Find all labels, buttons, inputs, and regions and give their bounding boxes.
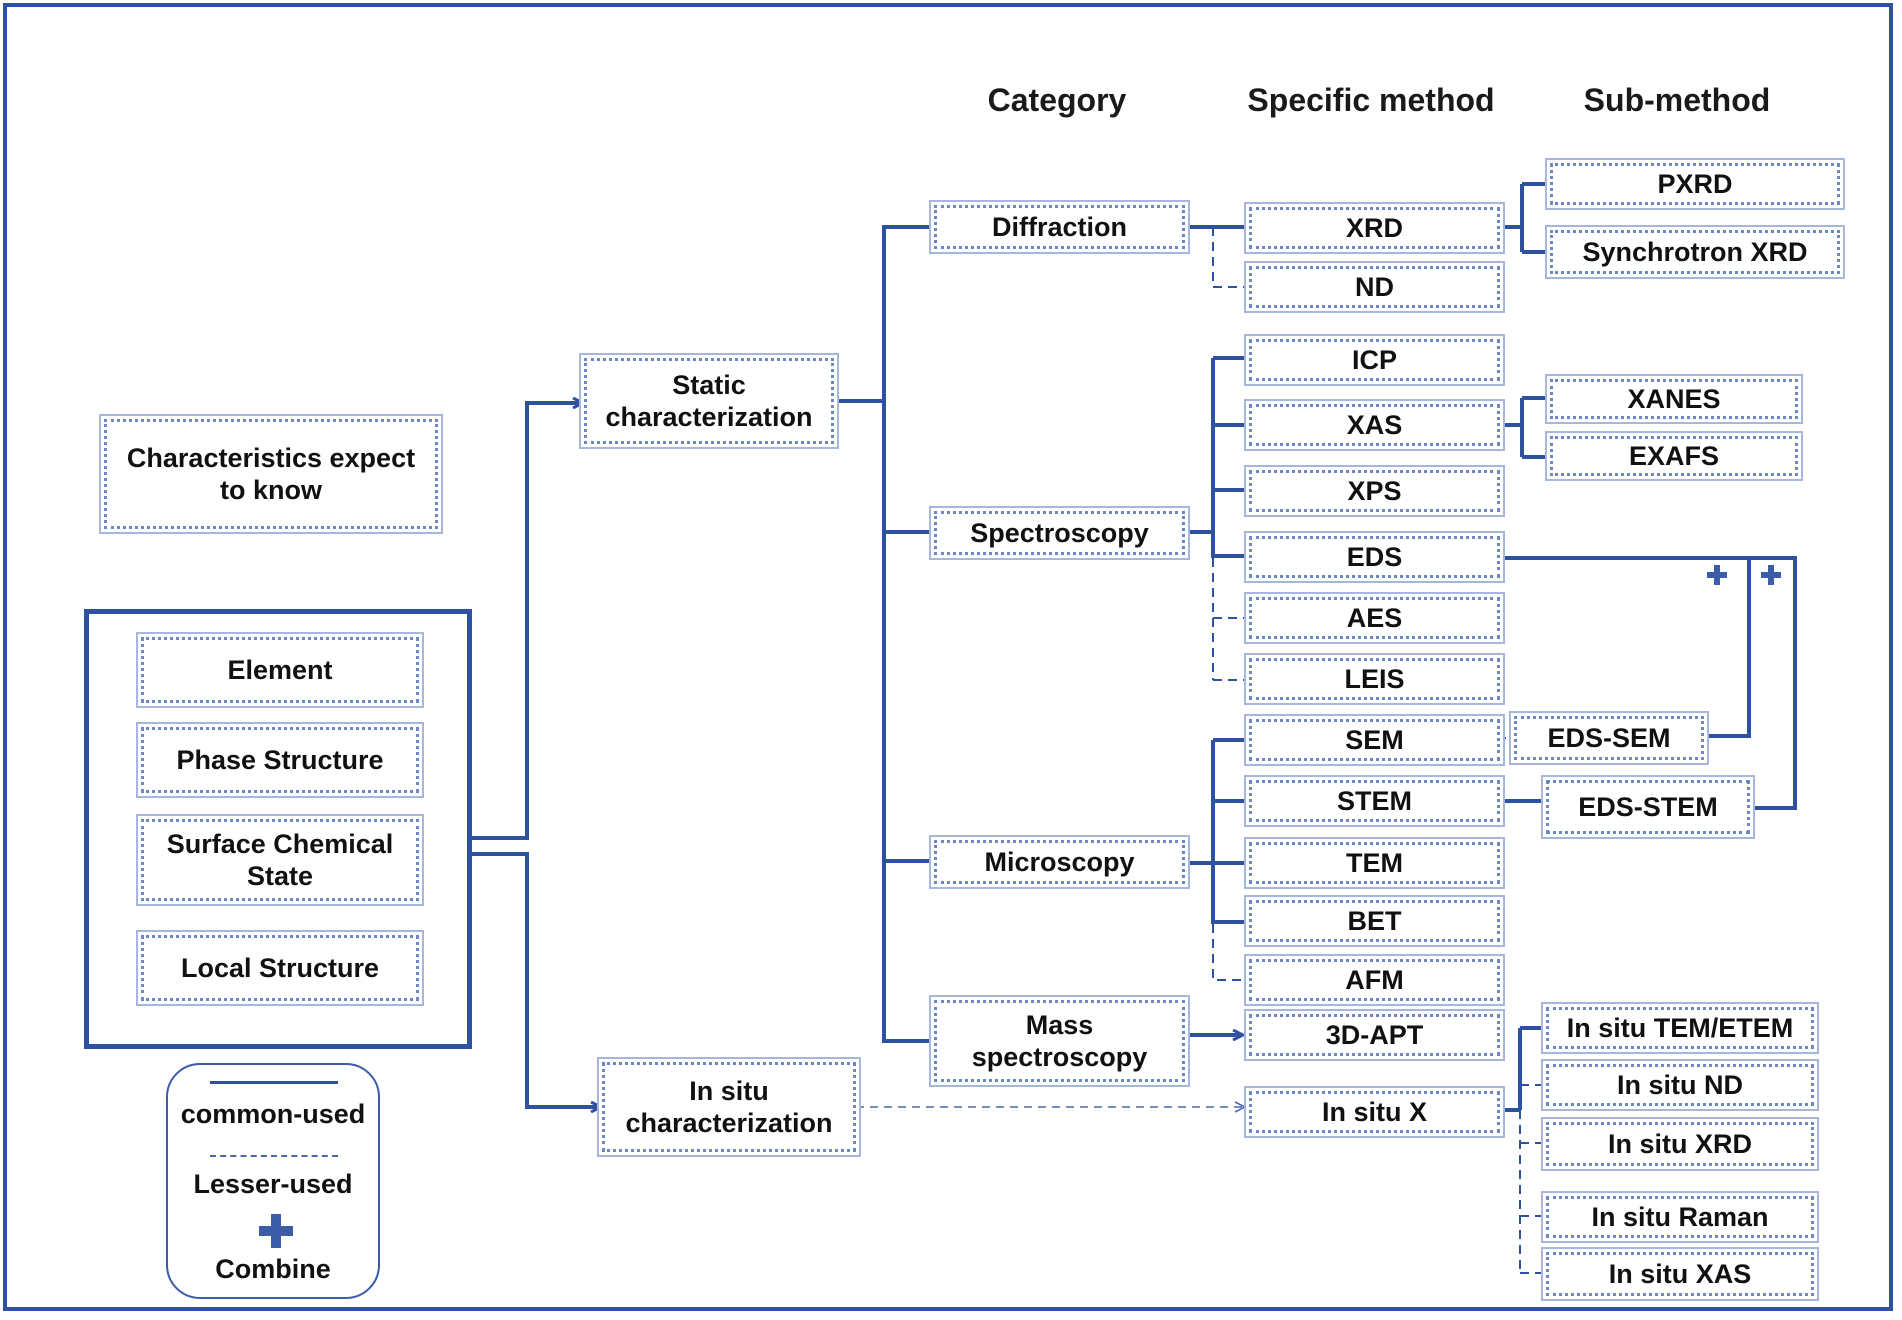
submethod-insitu-tem-etem: In situ TEM/ETEM <box>1546 1007 1814 1049</box>
method-nd: ND <box>1249 266 1500 308</box>
link-xrd-submethods <box>1500 182 1548 254</box>
method-afm: AFM <box>1249 959 1500 1001</box>
submethod-eds-stem: EDS-STEM <box>1546 780 1750 834</box>
link-sem-stem-combined <box>1500 737 1544 803</box>
legend-solid-line <box>210 1081 338 1084</box>
method-tem: TEM <box>1249 842 1500 884</box>
submethod-pxrd: PXRD <box>1550 163 1840 205</box>
submethod-insitu-xas: In situ XAS <box>1546 1252 1814 1296</box>
branch-insitu-characterization: In situ characterization <box>602 1062 856 1152</box>
method-insitu-x: In situ X <box>1249 1091 1500 1133</box>
method-aes: AES <box>1249 597 1500 639</box>
characteristic-local-structure: Local Structure <box>141 935 419 1001</box>
header-specific-method: Specific method <box>1247 82 1495 118</box>
characteristic-phase-structure: Phase Structure <box>141 727 419 793</box>
link-root-static <box>472 403 582 840</box>
method-sem: SEM <box>1249 719 1500 761</box>
legend-common-label: common-used <box>180 1099 366 1129</box>
submethod-synchrotron-xrd: Synchrotron XRD <box>1550 230 1840 274</box>
link-root-insitu <box>472 852 600 1107</box>
link-diffraction-methods <box>1185 225 1247 288</box>
method-xrd: XRD <box>1249 207 1500 249</box>
root-title-box: Characteristics expect to know <box>104 419 438 529</box>
submethod-eds-sem: EDS-SEM <box>1514 716 1704 760</box>
method-xps: XPS <box>1249 470 1500 512</box>
legend: common-used Lesser-used Combine <box>166 1063 380 1299</box>
combine-plus-icon <box>1707 565 1727 585</box>
legend-combine-label: Combine <box>215 1254 331 1284</box>
submethod-insitu-xrd: In situ XRD <box>1546 1122 1814 1166</box>
characteristics-group <box>84 609 472 1049</box>
method-3d-apt: 3D-APT <box>1249 1014 1500 1056</box>
method-xas: XAS <box>1249 404 1500 446</box>
category-diffraction: Diffraction <box>934 205 1185 249</box>
method-stem: STEM <box>1249 780 1500 822</box>
legend-dashed-line <box>210 1155 338 1157</box>
method-icp: ICP <box>1249 339 1500 381</box>
header-sub-method: Sub-method <box>1583 82 1771 118</box>
submethod-exafs: EXAFS <box>1550 436 1798 476</box>
method-eds: EDS <box>1249 536 1500 578</box>
method-leis: LEIS <box>1249 658 1500 700</box>
method-bet: BET <box>1249 900 1500 942</box>
category-mass-spectroscopy: Mass spectroscopy <box>934 1000 1185 1082</box>
legend-lesser-label: Lesser-used <box>193 1169 353 1199</box>
characteristic-element: Element <box>141 637 419 703</box>
link-static-categories <box>834 225 932 1043</box>
link-microscopy-methods <box>1185 738 1247 981</box>
link-eds-combine <box>1500 556 1797 810</box>
outer-frame <box>3 3 1893 1311</box>
combine-plus-icon <box>1761 565 1781 585</box>
branch-static-characterization: Static characterization <box>584 358 834 444</box>
header-category: Category <box>987 82 1127 118</box>
link-insitu-submethods <box>1500 1026 1544 1275</box>
category-spectroscopy: Spectroscopy <box>934 511 1185 555</box>
submethod-insitu-raman: In situ Raman <box>1546 1196 1814 1238</box>
legend-plus-icon <box>259 1214 293 1248</box>
submethod-xanes: XANES <box>1550 379 1798 419</box>
link-spectroscopy-methods <box>1185 356 1247 681</box>
link-xas-submethods <box>1500 396 1548 459</box>
characteristic-surface-chemical-state: Surface Chemical State <box>141 819 419 901</box>
submethod-insitu-nd: In situ ND <box>1546 1064 1814 1106</box>
category-microscopy: Microscopy <box>934 840 1185 884</box>
